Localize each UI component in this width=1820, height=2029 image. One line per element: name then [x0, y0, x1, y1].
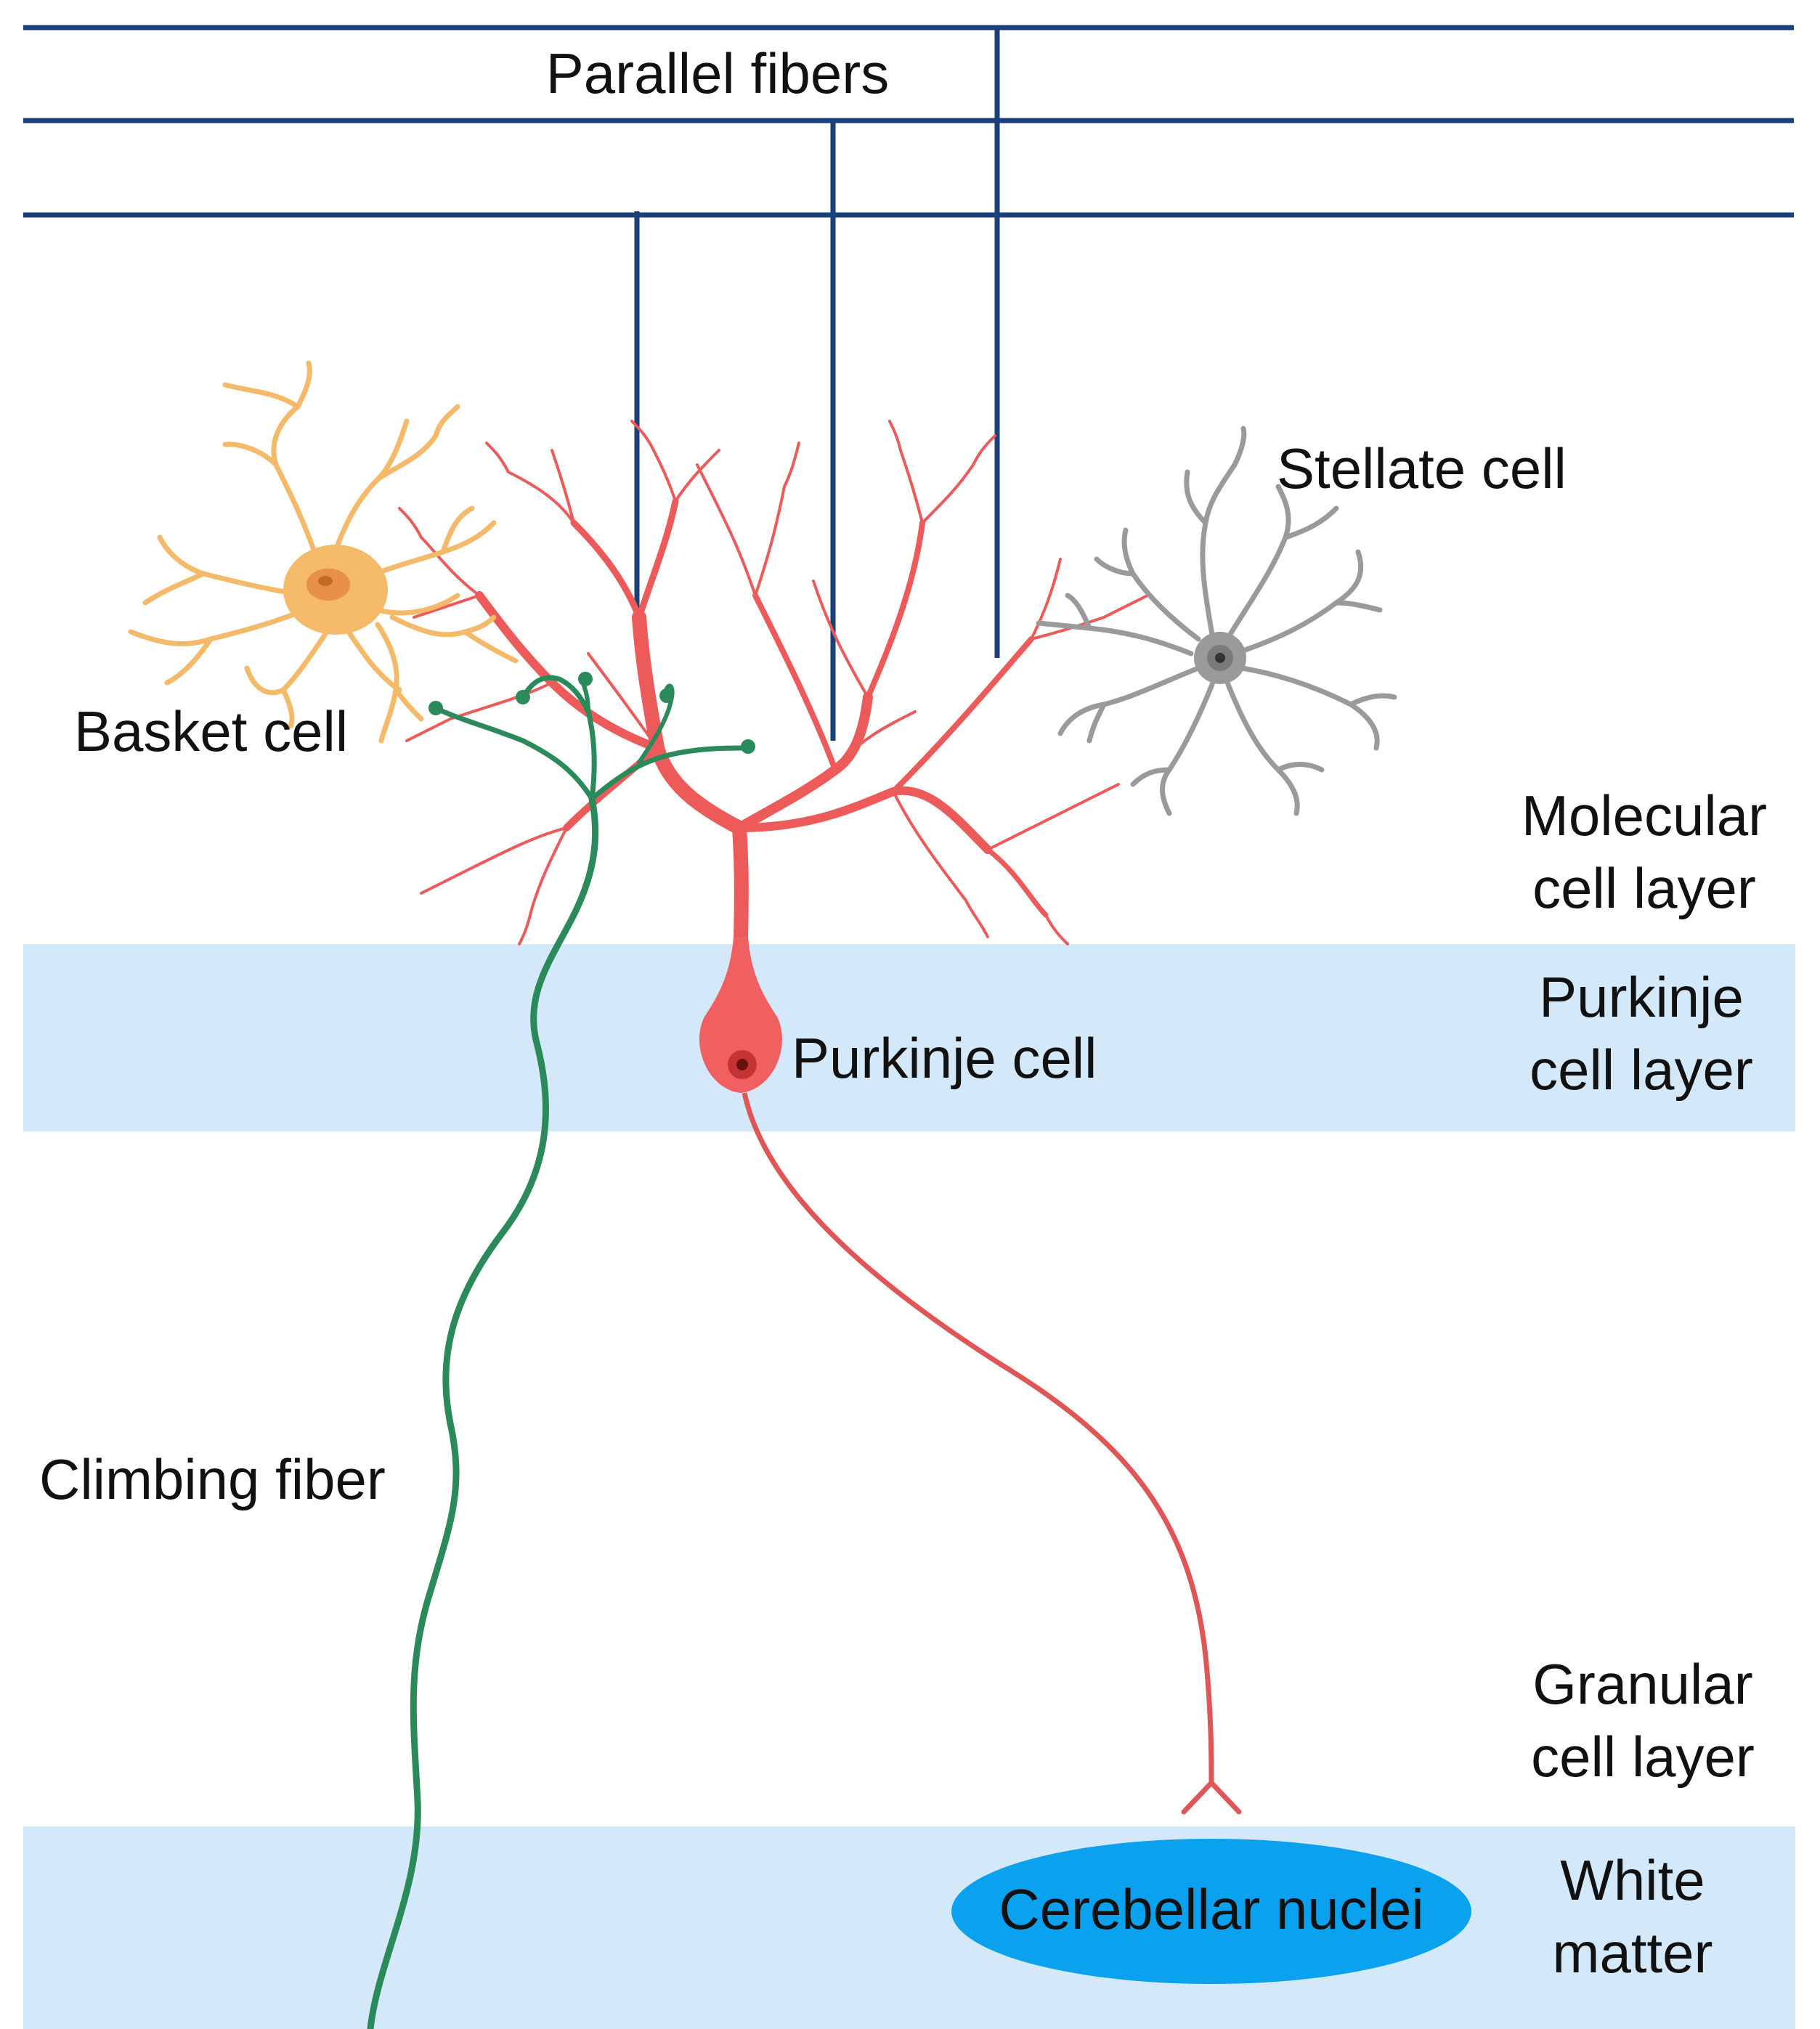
purkinje-soma [699, 937, 782, 1093]
purkinje-layer-label-line2: cell layer [1529, 1038, 1753, 1102]
white-matter-label-line2: matter [1552, 1921, 1713, 1985]
climbing-fiber-terminal-1 [428, 701, 443, 715]
cerebellar-nuclei-ellipse [951, 1839, 1471, 1984]
parallel-fibers [23, 25, 1794, 741]
cerebellar-nuclei-label: Cerebellar nuclei [999, 1877, 1423, 1941]
white-matter-band [23, 1826, 1795, 2029]
basket-cell [128, 360, 519, 744]
climbing-fiber-terminal-5 [741, 739, 755, 754]
molecular-layer-label-line1: Molecular [1522, 784, 1767, 847]
basket-cell-body [283, 545, 388, 635]
purkinje-cell-label: Purkinje cell [792, 1026, 1097, 1090]
climbing-fiber-terminal-4 [659, 688, 674, 703]
stellate-cell-label: Stellate cell [1277, 436, 1567, 500]
basket-cell-label: Basket cell [74, 699, 348, 763]
purkinje-dendritic-tree [398, 420, 1149, 946]
purkinje-layer-label-line1: Purkinje [1539, 965, 1744, 1029]
purkinje-cell [699, 937, 1242, 1815]
purkinje-layer-band [23, 944, 1795, 1131]
climbing-fiber [367, 672, 755, 2029]
granular-layer-label-line2: cell layer [1531, 1725, 1755, 1789]
climbing-fiber-terminal-2 [516, 690, 530, 704]
purkinje-axon [742, 1092, 1214, 1784]
stellate-cell [1036, 426, 1397, 816]
parallel-fibers-label: Parallel fibers [546, 41, 890, 105]
climbing-fiber-terminal-3 [578, 672, 593, 686]
climbing-fiber-label: Climbing fiber [39, 1447, 386, 1511]
white-matter-label-line1: White [1560, 1848, 1705, 1912]
stellate-cell-body [1194, 632, 1246, 684]
molecular-layer-label-line2: cell layer [1532, 856, 1756, 920]
granular-layer-label-line1: Granular [1532, 1652, 1752, 1716]
purkinje-axon-terminal [1181, 1780, 1242, 1815]
